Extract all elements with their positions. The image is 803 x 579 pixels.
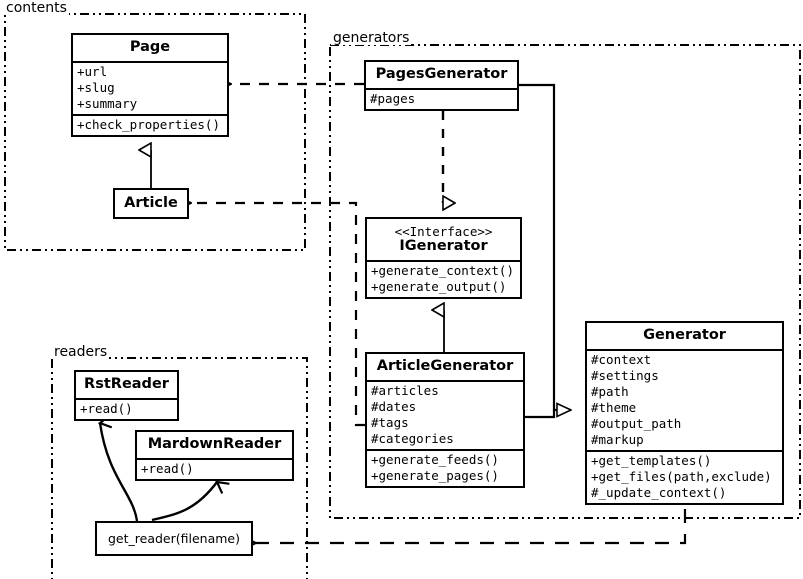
class-box-articlegenerator[interactable]: ArticleGenerator #articles #dates #tags … xyxy=(365,352,525,488)
class-box-mardownreader[interactable]: MardownReader +read() xyxy=(135,430,294,481)
attribute-row: #theme xyxy=(591,400,637,415)
attribute-row: #articles xyxy=(371,383,439,398)
method-row: +generate_pages() xyxy=(371,468,499,483)
method-row: #_update_context() xyxy=(591,485,727,500)
function-box-get-reader[interactable]: get_reader(filename) xyxy=(95,521,253,556)
method-row: +generate_context() xyxy=(371,263,514,278)
class-methods-generator: +get_templates() +get_files(path,exclude… xyxy=(587,450,782,503)
class-stereotype-igenerator: <<Interface>> xyxy=(394,224,493,239)
function-label-get-reader: get_reader(filename) xyxy=(108,531,240,546)
class-methods-mardownreader: +read() xyxy=(137,458,292,479)
class-box-pagesgenerator[interactable]: PagesGenerator #pages xyxy=(364,60,519,111)
attribute-row: #dates xyxy=(371,399,417,414)
class-attributes-pagesgenerator: #pages xyxy=(366,88,517,109)
package-label-contents: contents xyxy=(4,0,69,16)
relation-articlegenerator-uses-article xyxy=(191,203,365,427)
class-box-igenerator[interactable]: <<Interface>> IGenerator +generate_conte… xyxy=(365,217,522,299)
class-title-articlegenerator: ArticleGenerator xyxy=(376,358,514,374)
class-methods-igenerator: +generate_context() +generate_output() xyxy=(367,260,520,297)
class-title-article: Article xyxy=(124,195,178,211)
relation-pagesgenerator-to-generator xyxy=(519,83,571,410)
class-box-rstreader[interactable]: RstReader +read() xyxy=(74,370,179,421)
attribute-row: #settings xyxy=(591,368,659,383)
method-row: +generate_feeds() xyxy=(371,452,499,467)
attribute-row: #context xyxy=(591,352,652,367)
attribute-row: +url xyxy=(77,64,108,79)
class-box-article[interactable]: Article xyxy=(113,188,189,219)
method-row: +read() xyxy=(141,461,194,476)
relation-get-reader-returns-mardownreader xyxy=(151,482,217,522)
method-row: +generate_output() xyxy=(371,279,507,294)
method-row: +read() xyxy=(80,401,133,416)
attribute-row: +summary xyxy=(77,96,138,111)
class-box-page[interactable]: Page +url +slug +summary +check_properti… xyxy=(71,33,229,137)
class-methods-rstreader: +read() xyxy=(76,398,177,419)
method-row: +get_templates() xyxy=(591,453,712,468)
class-name-igenerator: IGenerator xyxy=(399,238,488,254)
package-label-readers: readers xyxy=(52,344,110,360)
attribute-row: #pages xyxy=(370,91,416,106)
class-title-generator: Generator xyxy=(643,327,726,343)
class-title-igenerator: <<Interface>> IGenerator xyxy=(367,219,520,260)
attribute-row: #path xyxy=(591,384,629,399)
attribute-row: +slug xyxy=(77,80,115,95)
class-methods-page: +check_properties() xyxy=(73,114,227,135)
class-attributes-generator: #context #settings #path #theme #output_… xyxy=(587,349,782,450)
relation-get-reader-returns-rstreader xyxy=(100,423,139,522)
attribute-row: #markup xyxy=(591,432,644,447)
class-title-pagesgenerator: PagesGenerator xyxy=(375,66,508,82)
method-row: +check_properties() xyxy=(77,117,220,132)
class-title-page: Page xyxy=(129,39,171,55)
relation-generator-uses-get-reader xyxy=(256,509,687,543)
class-title-mardownreader: MardownReader xyxy=(147,436,282,452)
attribute-row: #categories xyxy=(371,431,454,446)
class-title-rstreader: RstReader xyxy=(84,376,169,392)
class-methods-articlegenerator: +generate_feeds() +generate_pages() xyxy=(367,449,523,486)
class-attributes-articlegenerator: #articles #dates #tags #categories xyxy=(367,380,523,449)
attribute-row: #output_path xyxy=(591,416,682,431)
class-attributes-page: +url +slug +summary xyxy=(73,61,227,114)
method-row: +get_files(path,exclude) xyxy=(591,469,772,484)
package-label-generators: generators xyxy=(331,30,412,46)
relation-articlegenerator-to-generator xyxy=(525,410,556,419)
attribute-row: #tags xyxy=(371,415,409,430)
class-box-generator[interactable]: Generator #context #settings #path #them… xyxy=(585,321,784,505)
